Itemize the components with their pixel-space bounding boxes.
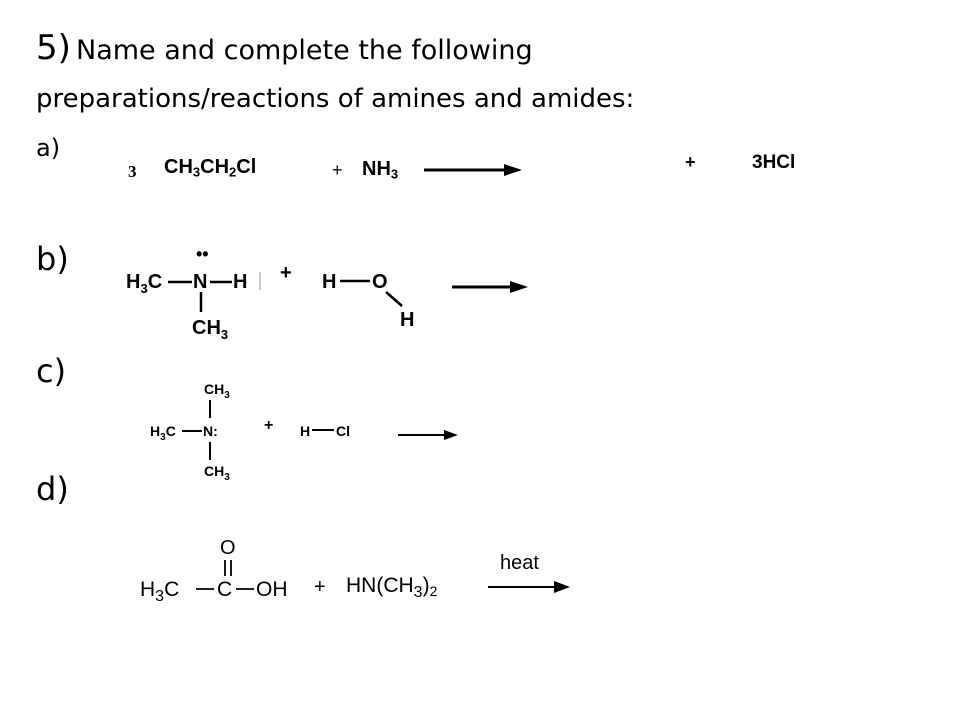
- carbonyl-c: C: [217, 578, 232, 601]
- label-b: b): [36, 240, 69, 278]
- r1-ch: CH: [164, 156, 193, 178]
- h-atom: H: [233, 271, 247, 293]
- amine-sub2: 2: [429, 583, 438, 600]
- r1-sub1: 3: [192, 164, 201, 180]
- reaction-d-plus: +: [314, 576, 326, 598]
- hcl-cl: Cl: [336, 423, 350, 439]
- reaction-c-arrow-icon: [398, 430, 458, 440]
- lone-pair: ••: [196, 244, 209, 264]
- carbonyl-o: O: [220, 537, 236, 559]
- bottom-ch3-text: CH3: [204, 463, 230, 483]
- reaction-a-coefficient: 3: [128, 162, 137, 181]
- reaction-d-acid-structure: O H3C C OH: [140, 537, 288, 605]
- r2-sub: 3: [390, 166, 399, 182]
- n-atom: N: [193, 271, 207, 293]
- water-h1: H: [322, 271, 336, 293]
- question-heading: 5) Name and complete the following prepa…: [36, 26, 936, 117]
- reaction-a-arrow-icon: [424, 164, 522, 176]
- label-d: d): [36, 470, 69, 508]
- r2-nh: NH: [362, 158, 391, 180]
- r1-sub2: 2: [229, 164, 237, 180]
- water-o: O: [372, 271, 388, 293]
- h3c-text: H3C: [140, 578, 179, 605]
- reaction-a-plus2: +: [685, 152, 696, 172]
- ch3-text: CH3: [192, 317, 228, 342]
- hydroxyl: OH: [256, 578, 288, 601]
- question-text-line2: preparations/reactions of amines and ami…: [36, 83, 635, 114]
- question-text-line1: Name and complete the following: [76, 35, 533, 66]
- reaction-a-plus1: +: [332, 160, 343, 180]
- reaction-d-arrow-icon: [488, 581, 570, 593]
- top-ch3-text: CH3: [204, 381, 230, 401]
- label-c: c): [36, 352, 67, 390]
- h3c-text: H3C: [150, 423, 176, 443]
- reaction-a-reactant2: NH3: [362, 158, 398, 181]
- reaction-a-reactant1: CH3CH2Cl: [164, 156, 256, 179]
- reaction-b-amine-structure: •• H3C N H CH3: [126, 244, 261, 342]
- r1-cl: Cl: [236, 156, 257, 178]
- reaction-d-amine: HN(CH3)2: [346, 574, 438, 601]
- hcl-h: H: [300, 423, 310, 439]
- h3c-text: H3C: [126, 271, 162, 296]
- amine-sub3: 3: [413, 583, 423, 601]
- reaction-c-amine-structure: CH3 H3C N: CH3: [150, 381, 230, 483]
- reaction-a-product: 3HCl: [752, 152, 796, 173]
- reaction-b-plus: +: [280, 262, 292, 284]
- label-a: a): [36, 134, 61, 162]
- reaction-c-plus: +: [264, 417, 274, 434]
- n-atom: N:: [203, 423, 218, 439]
- r1-ch2: CH: [200, 156, 230, 178]
- reaction-b-arrow-icon: [452, 281, 528, 293]
- question-number: 5): [36, 28, 71, 68]
- amine-main: HN(CH: [346, 574, 414, 597]
- reaction-b-water-structure: H O H: [322, 271, 414, 331]
- reaction-c-hcl-structure: H Cl: [300, 423, 350, 439]
- reaction-d-condition: heat: [500, 552, 539, 574]
- water-h2: H: [400, 309, 414, 331]
